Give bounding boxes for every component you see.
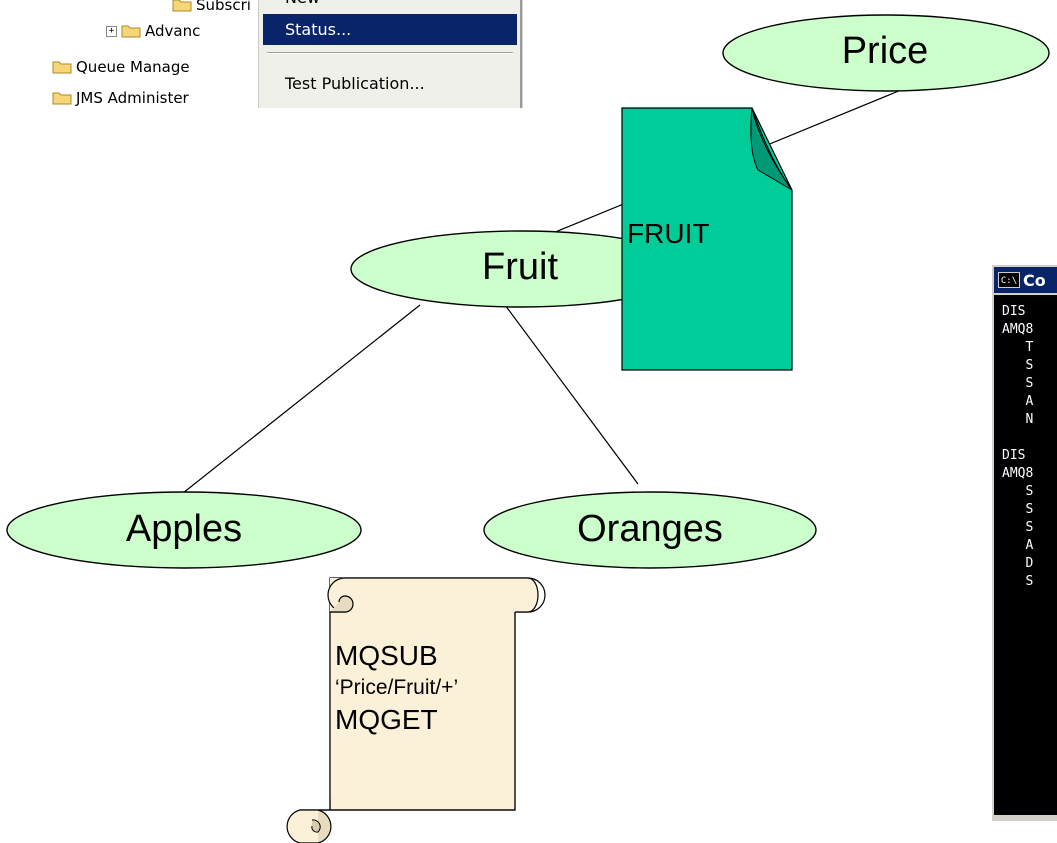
node-apples <box>6 491 362 569</box>
console-icon: C:\ <box>998 272 1020 288</box>
console-line: S <box>1002 358 1034 373</box>
scroll-line-mqsub: MQSUB <box>335 640 438 671</box>
console-line: AMQ8 <box>1002 466 1034 481</box>
console-line: DIS <box>1002 448 1026 463</box>
console-line: A <box>1002 394 1034 409</box>
console-title-bar[interactable]: C:\ Co <box>994 267 1057 293</box>
fruit-publication-document <box>621 107 793 371</box>
node-label-oranges: Oranges <box>577 508 723 550</box>
console-window: C:\ Co DIS AMQ8 T S S A N DIS AMQ8 S S S… <box>990 263 1057 821</box>
menu-item-test-publication[interactable]: Test Publication... <box>285 74 425 93</box>
menu-separator <box>267 52 513 54</box>
node-label-apples: Apples <box>125 508 243 550</box>
folder-icon <box>52 60 72 74</box>
node-oranges <box>483 491 817 569</box>
console-line: S <box>1002 376 1034 391</box>
menu-item-status[interactable]: Status... <box>263 14 517 45</box>
expand-icon[interactable]: + <box>106 25 117 37</box>
console-line: S <box>1002 520 1034 535</box>
tree-item-jms-administered[interactable]: JMS Administer <box>52 87 189 108</box>
context-menu: New Status... Test Publication... <box>258 0 522 108</box>
console-line: S <box>1002 574 1034 589</box>
node-label-price: Price <box>841 30 929 72</box>
tree-item-queue-managers[interactable]: Queue Manage <box>52 56 190 78</box>
scroll-line-topic: ‘Price/Fruit/+’ <box>335 676 459 699</box>
scroll-shape <box>286 577 546 843</box>
tree-item-label: Queue Manage <box>76 58 190 76</box>
console-line: S <box>1002 484 1034 499</box>
tree-item-label: Subscri <box>196 0 251 14</box>
explorer-fragment: Subscri + Advanc Queue Manage JMS Admini… <box>0 0 560 108</box>
tree-item-label: Advanc <box>145 22 201 40</box>
tree-item-label: JMS Administer <box>76 89 189 107</box>
tree-item-advanced[interactable]: + Advanc <box>106 20 200 42</box>
console-title: Co <box>1023 270 1046 290</box>
console-line: AMQ8 <box>1002 322 1034 337</box>
console-line: N <box>1002 412 1034 427</box>
folder-icon <box>172 0 192 12</box>
folder-icon <box>52 91 72 105</box>
folder-icon <box>121 24 141 38</box>
node-label-fruit: Fruit <box>482 246 558 288</box>
document-label: FRUIT <box>627 218 710 249</box>
tree-item-subscriptions[interactable]: Subscri <box>172 0 251 16</box>
console-line: DIS <box>1002 304 1026 319</box>
console-line: T <box>1002 340 1034 355</box>
console-line: S <box>1002 502 1034 517</box>
edge-fruit-oranges <box>504 304 639 485</box>
edge-fruit-apples <box>177 304 421 498</box>
menu-item-new[interactable]: New <box>263 0 517 13</box>
scroll-line-mqget: MQGET <box>335 704 438 735</box>
console-output[interactable]: DIS AMQ8 T S S A N DIS AMQ8 S S S A D S <box>994 295 1057 815</box>
grid-column-divider <box>522 0 559 108</box>
console-line: A <box>1002 538 1034 553</box>
node-price <box>722 14 1050 92</box>
console-line: D <box>1002 556 1034 571</box>
